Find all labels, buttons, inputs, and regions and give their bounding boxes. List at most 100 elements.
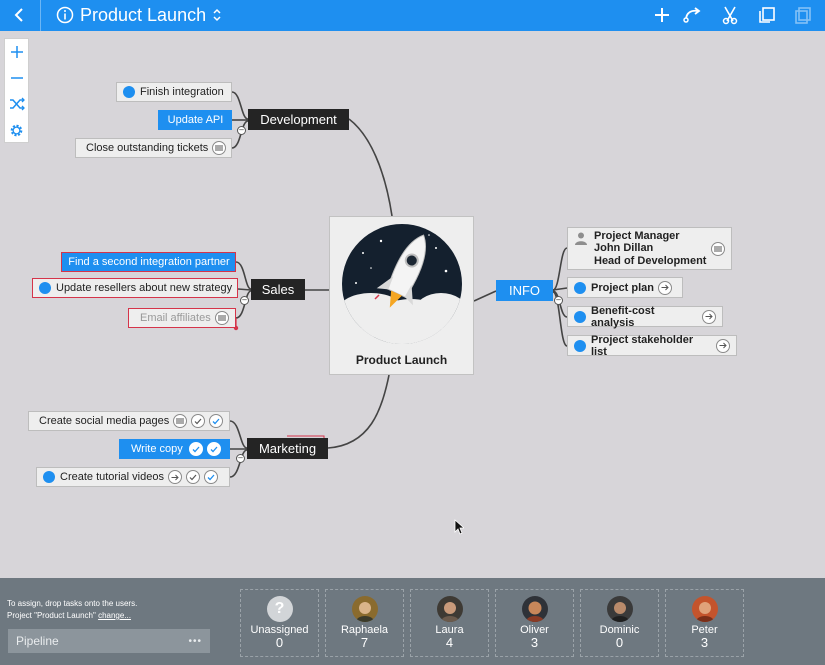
user-laura[interactable]: Laura 4 (410, 589, 489, 657)
task-email-affiliates[interactable]: Email affiliates (128, 308, 236, 328)
plus-icon (655, 8, 669, 22)
check-done-icon[interactable] (203, 470, 218, 484)
pipeline-selector[interactable]: Pipeline ••• (8, 629, 210, 653)
minus-icon (10, 77, 23, 79)
back-button[interactable] (8, 3, 32, 27)
pipeline-label: Pipeline (16, 634, 59, 648)
hint-line: To assign, drop tasks onto the users. (7, 599, 138, 608)
shuffle-button[interactable] (5, 91, 28, 117)
status-dot-icon (574, 339, 586, 352)
project-manager-card[interactable]: Project Manager John Dillan Head of Deve… (567, 227, 732, 270)
collapse-toggle[interactable]: – (240, 296, 249, 305)
zoom-in-button[interactable] (5, 39, 28, 65)
status-dot-icon (39, 282, 51, 294)
info-item-label: Project stakeholder list (591, 333, 694, 358)
scissors-icon (722, 6, 738, 25)
user-unassigned[interactable]: ? Unassigned 0 (240, 589, 319, 657)
pm-title: Head of Development (594, 254, 707, 267)
info-project-stakeholder-list[interactable]: Project stakeholder list (567, 333, 737, 358)
mouse-cursor-icon (454, 519, 464, 535)
avatar (436, 596, 463, 622)
arrow-right-icon[interactable] (702, 309, 716, 324)
arrow-right-icon[interactable] (716, 338, 730, 353)
user-peter[interactable]: Peter 3 (665, 589, 744, 657)
task-label: Find a second integration partner (68, 256, 230, 268)
user-name: Dominic (599, 624, 640, 636)
branch-label: Development (260, 112, 337, 127)
task-find-integration-partner[interactable]: Find a second integration partner (61, 252, 236, 272)
user-raphaela[interactable]: Raphaela 7 (325, 589, 404, 657)
task-label: Create tutorial videos (60, 471, 164, 483)
zoom-out-button[interactable] (5, 65, 28, 91)
hint-project: Project "Product Launch" (7, 611, 96, 620)
user-task-count: 0 (275, 635, 284, 650)
user-oliver[interactable]: Oliver 3 (495, 589, 574, 657)
pm-role: Project Manager (594, 229, 680, 242)
avatar (606, 596, 633, 622)
branch-info[interactable]: INFO (496, 280, 553, 301)
task-label: Finish integration (140, 86, 224, 98)
arrow-right-icon[interactable] (657, 280, 672, 295)
branch-marketing[interactable]: Marketing (247, 438, 328, 459)
check-done-icon[interactable] (206, 442, 221, 456)
assign-hint: To assign, drop tasks onto the users. Pr… (7, 598, 137, 622)
status-dot-icon (574, 310, 586, 323)
task-update-resellers[interactable]: Update resellers about new strategy (32, 278, 238, 298)
notes-icon[interactable] (214, 311, 229, 325)
central-topic[interactable]: Product Launch (329, 216, 474, 375)
top-bar: Product Launch (0, 0, 825, 31)
task-write-copy[interactable]: Write copy (119, 439, 230, 459)
branch-sales[interactable]: Sales (251, 279, 305, 300)
copy-button[interactable] (755, 3, 779, 27)
task-update-api[interactable]: Update API (158, 110, 232, 130)
check-icon[interactable] (185, 470, 200, 484)
branch-development[interactable]: Development (248, 109, 349, 130)
check-icon[interactable] (188, 442, 203, 456)
collapse-toggle[interactable]: – (236, 454, 245, 463)
notes-icon[interactable] (173, 414, 188, 428)
notes-icon[interactable] (711, 241, 725, 256)
collapse-toggle[interactable]: – (237, 126, 246, 135)
cut-button[interactable] (718, 3, 742, 27)
check-done-icon[interactable] (209, 414, 224, 428)
info-benefit-cost-analysis[interactable]: Benefit-cost analysis (567, 304, 723, 329)
central-topic-label: Product Launch (355, 353, 448, 367)
user-name: Oliver (520, 624, 549, 636)
task-close-outstanding-tickets[interactable]: Close outstanding tickets (75, 138, 232, 158)
collapse-toggle[interactable]: – (554, 296, 563, 305)
user-task-count: 7 (360, 635, 369, 650)
project-title-selector[interactable]: Product Launch (56, 2, 222, 28)
user-dominic[interactable]: Dominic 0 (580, 589, 659, 657)
mindmap-connectors (229, 91, 568, 478)
gear-icon (10, 124, 23, 136)
branch-label: Marketing (258, 441, 317, 456)
task-label: Update API (167, 114, 224, 126)
settings-button[interactable] (5, 117, 28, 143)
task-finish-integration[interactable]: Finish integration (116, 82, 232, 102)
info-icon[interactable] (56, 6, 74, 24)
connect-button[interactable] (680, 3, 704, 27)
paste-button[interactable] (791, 3, 815, 27)
assignment-panel: To assign, drop tasks onto the users. Pr… (0, 578, 825, 665)
sort-arrows-icon (213, 8, 221, 22)
arrow-right-icon[interactable] (167, 470, 182, 484)
info-project-plan[interactable]: Project plan (567, 277, 683, 298)
more-icon[interactable]: ••• (188, 635, 202, 647)
rocket-image (341, 224, 462, 344)
task-create-social-media-pages[interactable]: Create social media pages (28, 411, 230, 431)
task-label: Write copy (131, 443, 183, 455)
check-icon[interactable] (191, 414, 206, 428)
change-project-link[interactable]: change... (98, 611, 131, 620)
user-task-count: 0 (615, 635, 624, 650)
plus-icon (10, 46, 23, 58)
status-dot-icon (123, 86, 135, 98)
notes-icon[interactable] (212, 141, 227, 155)
task-create-tutorial-videos[interactable]: Create tutorial videos (36, 467, 230, 487)
divider (40, 0, 41, 31)
add-button[interactable] (650, 3, 674, 27)
info-item-label: Benefit-cost analysis (591, 304, 655, 329)
task-label: Update resellers about new strategy (56, 282, 233, 294)
avatar (691, 596, 718, 622)
avatar (351, 596, 378, 622)
shuffle-icon (9, 97, 25, 111)
